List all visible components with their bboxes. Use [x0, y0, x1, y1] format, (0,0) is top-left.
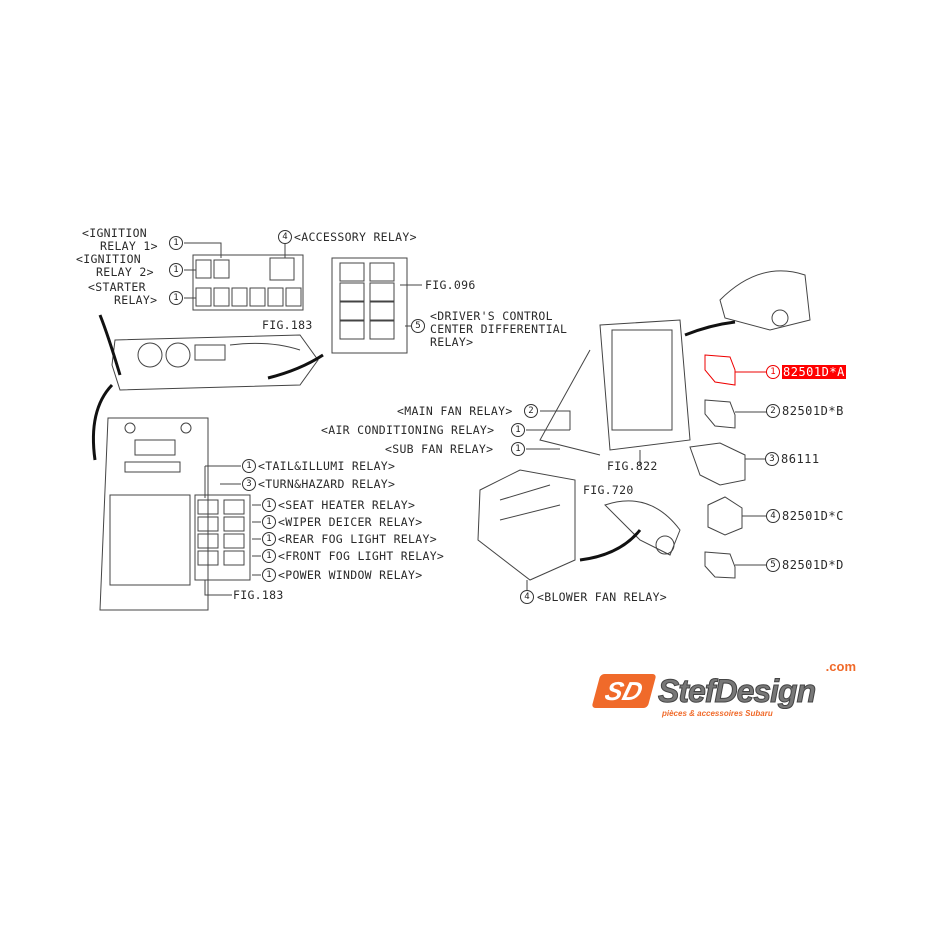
- part-82501d-c[interactable]: 4 82501D*C: [766, 509, 844, 523]
- part-82501d-a[interactable]: 1 82501D*A: [766, 365, 846, 379]
- seat-heater-relay-label: <SEAT HEATER RELAY>: [278, 498, 416, 512]
- relay-2-drawing: [704, 399, 767, 429]
- callout-dccd[interactable]: 5: [411, 319, 425, 333]
- callout-power-window[interactable]: 1: [262, 568, 276, 582]
- dashboard-illustration: [111, 334, 319, 391]
- heater-unit: [477, 469, 576, 592]
- relay-1-drawing: [704, 354, 768, 386]
- fig096-ref[interactable]: FIG.096: [425, 278, 476, 292]
- ignition-relay-1-label: <IGNITION: [82, 226, 148, 240]
- callout-sub-fan[interactable]: 1: [511, 442, 525, 456]
- rear-fog-light-relay-label: <REAR FOG LIGHT RELAY>: [278, 532, 437, 546]
- relay-block-fig096: [331, 257, 422, 354]
- logo-tagline: pièces & accessoires Subaru: [662, 709, 773, 718]
- relay-3-drawing: [689, 442, 766, 486]
- ignition-relay-2-label-2: RELAY 2>: [96, 265, 154, 279]
- callout-air-cond[interactable]: 1: [511, 423, 525, 437]
- engine-fuse-box: [526, 319, 691, 466]
- part-ref: 1: [766, 365, 780, 379]
- callout-seat[interactable]: 1: [262, 498, 276, 512]
- tail-illumi-relay-label: <TAIL&ILLUMI RELAY>: [258, 459, 396, 473]
- part-number: 82501D*B: [782, 404, 844, 418]
- ignition-relay-1-label-2: RELAY 1>: [100, 239, 158, 253]
- car-interior-illustration: [604, 500, 681, 556]
- part-82501d-d[interactable]: 5 82501D*D: [766, 558, 844, 572]
- stefdesign-logo: SD StefDesign .com pièces & accessoires …: [591, 659, 858, 720]
- fig183-bottom-ref[interactable]: FIG.183: [233, 588, 284, 602]
- callout-accessory[interactable]: 4: [278, 230, 292, 244]
- relay-5-drawing: [704, 551, 767, 579]
- part-number: 82501D*C: [782, 509, 844, 523]
- part-ref: 3: [765, 452, 779, 466]
- fig183-top-ref[interactable]: FIG.183: [262, 318, 313, 332]
- callout-tail[interactable]: 1: [242, 459, 256, 473]
- ignition-relay-2-label: <IGNITION: [76, 252, 142, 266]
- dccd-relay-label: <DRIVER'S CONTROL: [430, 309, 553, 323]
- wiper-deicer-relay-label: <WIPER DEICER RELAY>: [278, 515, 423, 529]
- part-number: 82501D*A: [782, 365, 846, 379]
- starter-relay-label: <STARTER: [88, 280, 146, 294]
- callout-turn[interactable]: 3: [242, 477, 256, 491]
- relay-4-drawing: [707, 496, 767, 536]
- blower-fan-relay-label: <BLOWER FAN RELAY>: [537, 590, 668, 604]
- logo-name: StefDesign: [657, 673, 816, 709]
- car-front-illustration: [719, 270, 811, 331]
- front-fog-light-relay-label: <FRONT FOG LIGHT RELAY>: [278, 549, 445, 563]
- callout-starter[interactable]: 1: [169, 291, 183, 305]
- callout-blower[interactable]: 4: [520, 590, 534, 604]
- callout-frontfog[interactable]: 1: [262, 549, 276, 563]
- accessory-relay-label: <ACCESSORY RELAY>: [294, 230, 417, 244]
- callout-ignition-2[interactable]: 1: [169, 263, 183, 277]
- relay-block-top-left: [184, 242, 304, 311]
- callout-main-fan[interactable]: 2: [524, 404, 538, 418]
- power-window-relay-label: <POWER WINDOW RELAY>: [278, 568, 423, 582]
- starter-relay-label-2: RELAY>: [114, 293, 158, 307]
- callout-rearfog[interactable]: 1: [262, 532, 276, 546]
- part-ref: 4: [766, 509, 780, 523]
- dccd-relay-label-2: CENTER DIFFERENTIAL: [430, 322, 568, 336]
- part-ref: 5: [766, 558, 780, 572]
- logo-mark: SD: [591, 674, 657, 708]
- part-86111[interactable]: 3 86111: [765, 452, 820, 466]
- dccd-relay-label-3: RELAY>: [430, 335, 474, 349]
- logo-domain: .com: [825, 659, 856, 674]
- callout-wiper[interactable]: 1: [262, 515, 276, 529]
- part-82501d-b[interactable]: 2 82501D*B: [766, 404, 844, 418]
- turn-hazard-relay-label: <TURN&HAZARD RELAY>: [258, 477, 396, 491]
- part-ref: 2: [766, 404, 780, 418]
- air-conditioning-relay-label: <AIR CONDITIONING RELAY>: [321, 423, 495, 437]
- main-fan-relay-label: <MAIN FAN RELAY>: [397, 404, 513, 418]
- part-number: 86111: [781, 452, 820, 466]
- fuse-box-interior: [99, 417, 261, 611]
- part-number: 82501D*D: [782, 558, 844, 572]
- fig822-ref[interactable]: FIG.822: [607, 459, 658, 473]
- callout-ignition-1[interactable]: 1: [169, 236, 183, 250]
- sub-fan-relay-label: <SUB FAN RELAY>: [385, 442, 494, 456]
- fig720-ref[interactable]: FIG.720: [583, 483, 634, 497]
